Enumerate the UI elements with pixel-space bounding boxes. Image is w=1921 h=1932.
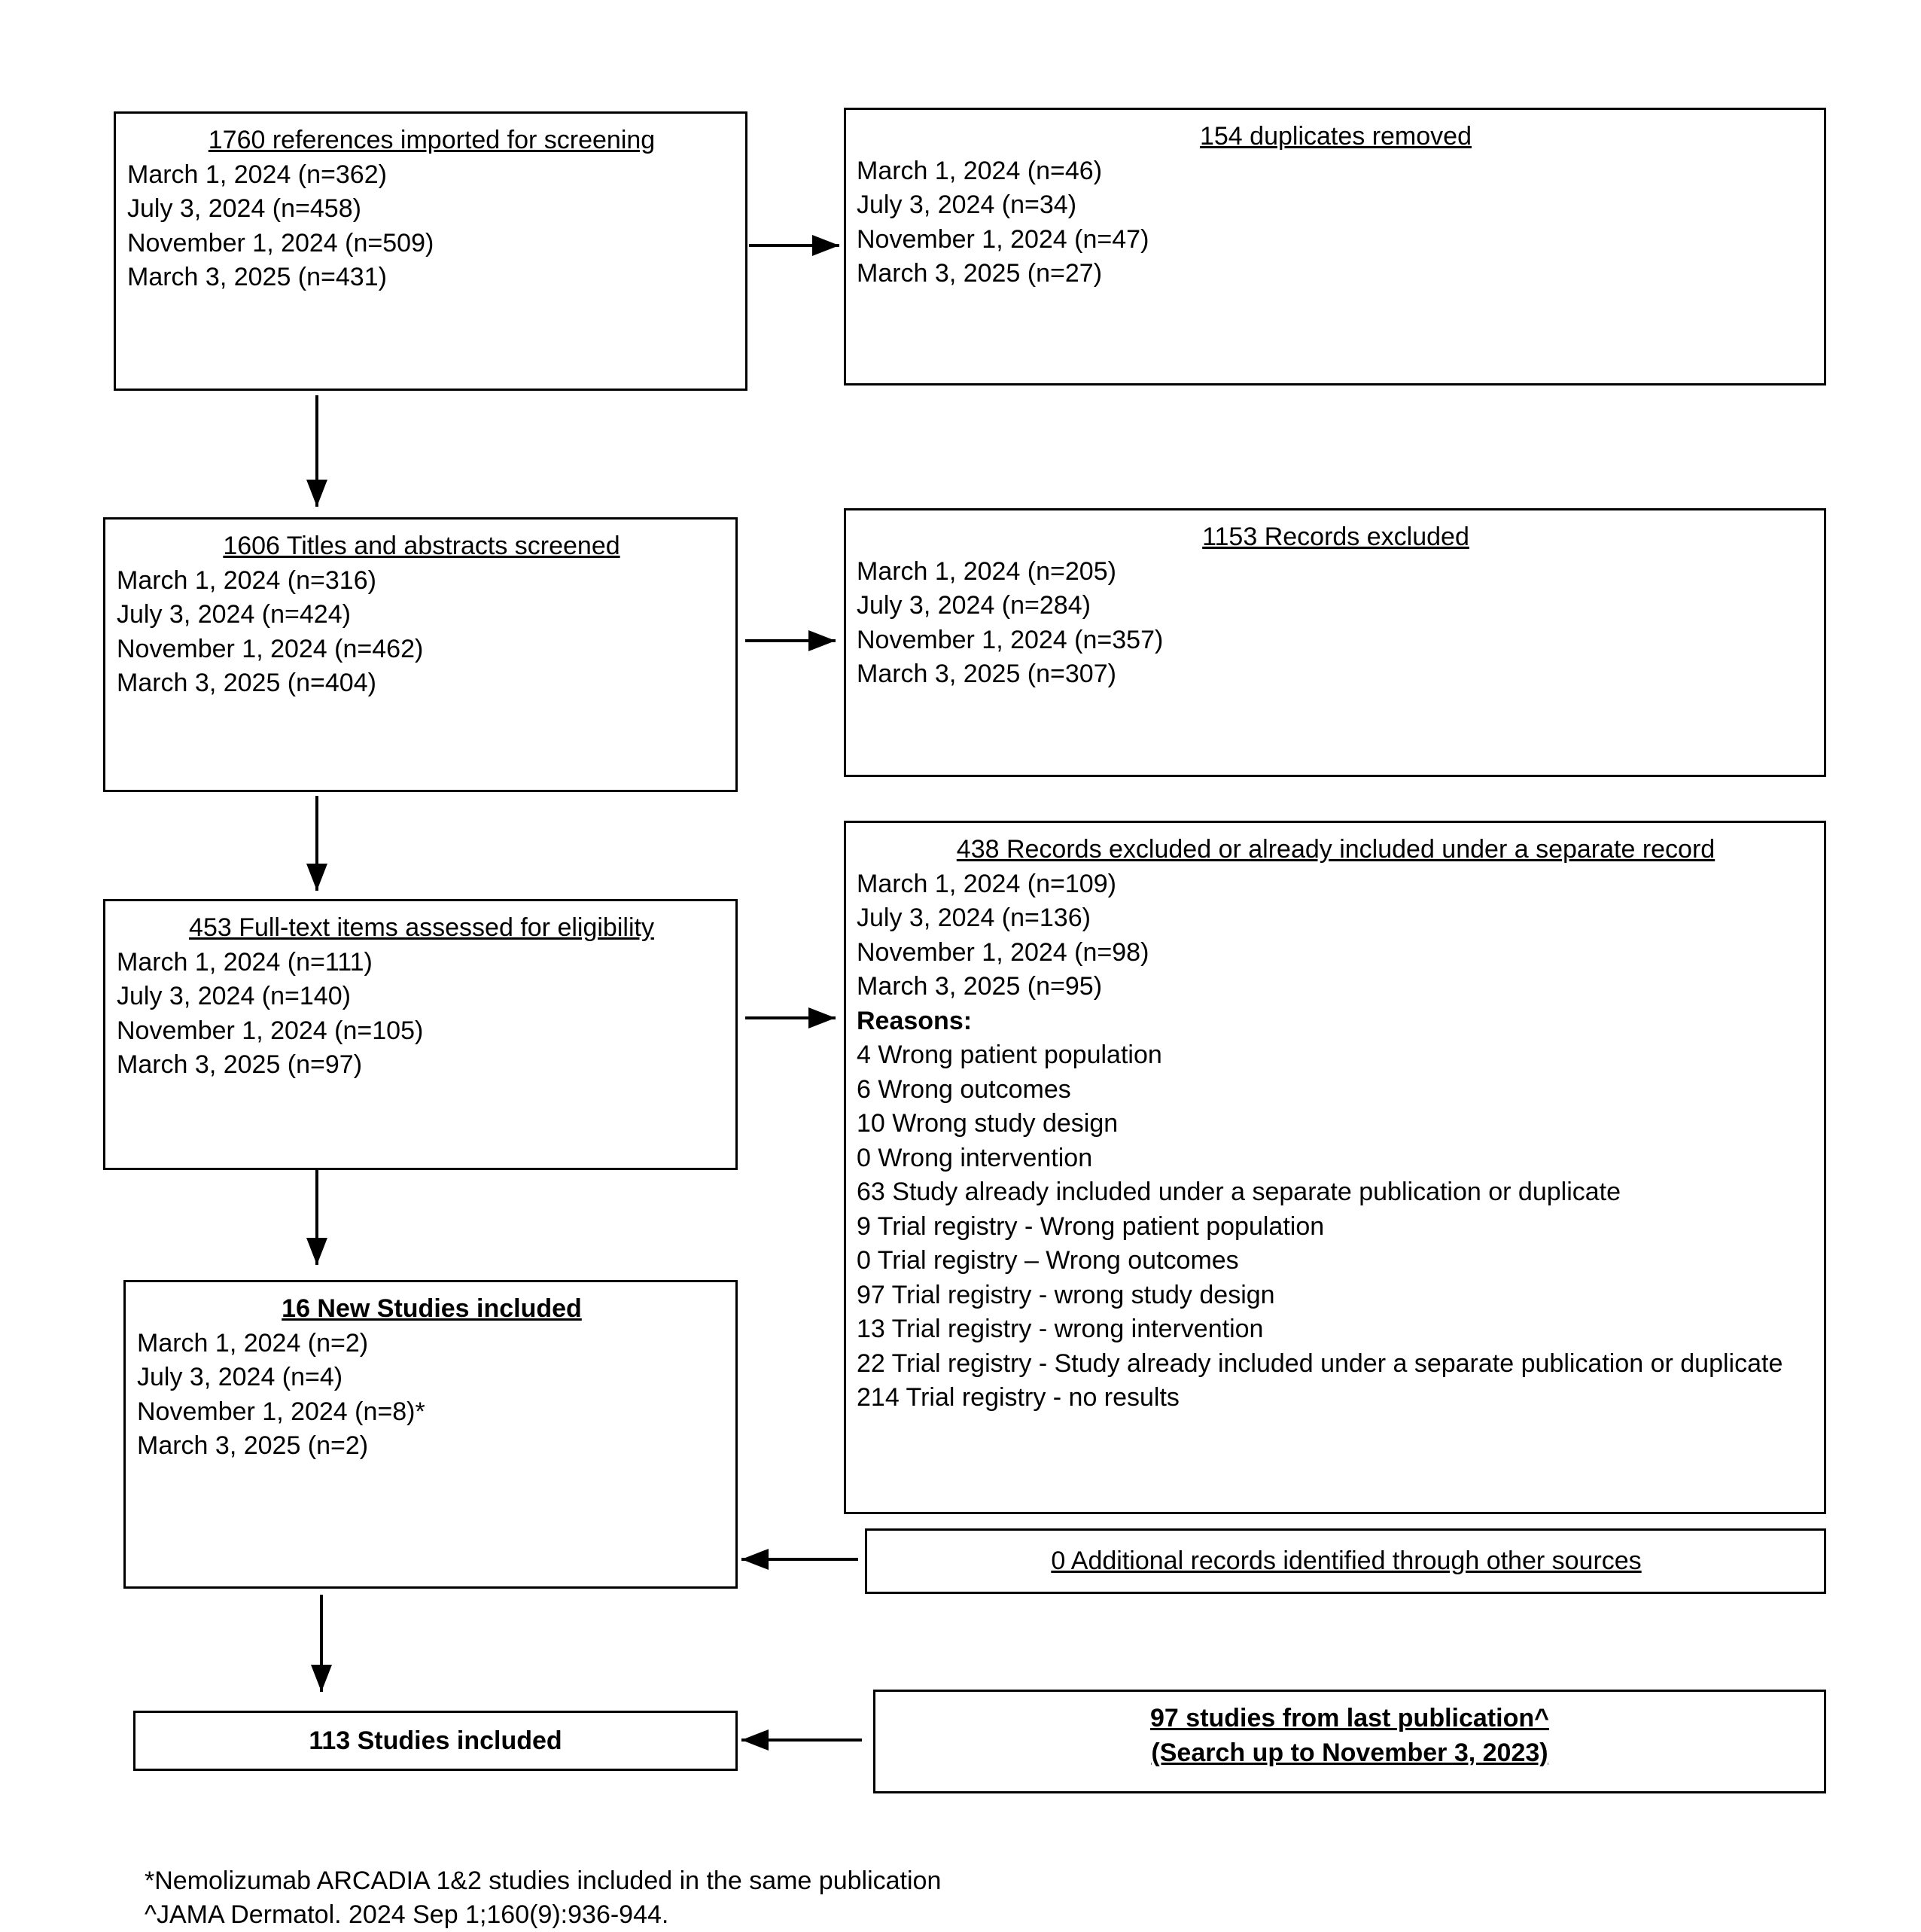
screened-title: 1606 Titles and abstracts screened (223, 532, 620, 560)
footnote-caret: ^JAMA Dermatol. 2024 Sep 1;160(9):936-94… (145, 1900, 669, 1929)
records-excluded-line: July 3, 2024 (n=284) (857, 591, 1091, 620)
imported-line: March 3, 2025 (n=431) (127, 263, 387, 291)
reason-item: 214 Trial registry - no results (857, 1383, 1180, 1412)
records-excluded-line: November 1, 2024 (n=357) (857, 625, 1164, 654)
excluded-separate-title: 438 Records excluded or already included… (956, 835, 1716, 864)
duplicates-line: March 3, 2025 (n=27) (857, 259, 1103, 288)
footnote-asterisk: *Nemolizumab ARCADIA 1&2 studies include… (145, 1866, 942, 1895)
fulltext-line: November 1, 2024 (n=105) (117, 1016, 424, 1045)
screened-line: July 3, 2024 (n=424) (117, 600, 351, 629)
total-studies-included-box: 113 Studies included (133, 1711, 738, 1771)
screened-line: March 1, 2024 (n=316) (117, 565, 376, 595)
new-studies-line: March 3, 2025 (n=2) (137, 1431, 369, 1460)
records-excluded-box: 1153 Records excluded March 1, 2024 (n=2… (844, 508, 1826, 777)
titles-abstracts-screened-box: 1606 Titles and abstracts screened March… (103, 517, 738, 792)
imported-line: July 3, 2024 (n=458) (127, 194, 361, 223)
fulltext-line: March 3, 2025 (n=97) (117, 1050, 363, 1079)
excluded-separate-line: March 3, 2025 (n=95) (857, 972, 1103, 1001)
reason-item: 97 Trial registry - wrong study design (857, 1280, 1275, 1309)
fulltext-line: July 3, 2024 (n=140) (117, 982, 351, 1010)
excluded-separate-line: November 1, 2024 (n=98) (857, 937, 1149, 967)
last-publication-title: 97 studies from last publication^ (1150, 1704, 1549, 1732)
duplicates-line: November 1, 2024 (n=47) (857, 224, 1149, 254)
records-excluded-title: 1153 Records excluded (1202, 523, 1469, 551)
imported-line: November 1, 2024 (n=509) (127, 228, 434, 257)
last-publication-box: 97 studies from last publication^ (Searc… (873, 1690, 1826, 1793)
screened-line: November 1, 2024 (n=462) (117, 634, 424, 663)
duplicates-line: July 3, 2024 (n=34) (857, 190, 1077, 219)
records-excluded-line: March 1, 2024 (n=205) (857, 556, 1116, 586)
reasons-label: Reasons: (857, 1006, 973, 1035)
total-included-title: 113 Studies included (309, 1726, 562, 1755)
reason-item: 9 Trial registry - Wrong patient populat… (857, 1211, 1325, 1241)
imported-line: March 1, 2024 (n=362) (127, 160, 387, 189)
imported-references-title: 1760 references imported for screening (208, 126, 656, 154)
fulltext-line: March 1, 2024 (n=111) (117, 947, 373, 977)
reason-item: 0 Trial registry – Wrong outcomes (857, 1246, 1239, 1275)
reason-item: 22 Trial registry - Study already includ… (857, 1348, 1783, 1378)
duplicates-removed-title: 154 duplicates removed (1199, 122, 1472, 151)
fulltext-title: 453 Full-text items assessed for eligibi… (189, 913, 654, 942)
reason-item: 4 Wrong patient population (857, 1041, 1162, 1069)
footnotes: *Nemolizumab ARCADIA 1&2 studies include… (145, 1864, 941, 1932)
reason-item: 6 Wrong outcomes (857, 1074, 1071, 1104)
new-studies-line: March 1, 2024 (n=2) (137, 1328, 369, 1358)
new-studies-title: 16 New Studies included (282, 1294, 582, 1323)
duplicates-line: March 1, 2024 (n=46) (857, 156, 1103, 185)
new-studies-included-box: 16 New Studies included March 1, 2024 (n… (123, 1280, 738, 1589)
reason-item: 63 Study already included under a separa… (857, 1178, 1621, 1206)
last-publication-subtitle: (Search up to November 3, 2023) (1151, 1738, 1548, 1767)
duplicates-removed-box: 154 duplicates removed March 1, 2024 (n=… (844, 108, 1826, 385)
excluded-separate-record-box: 438 Records excluded or already included… (844, 821, 1826, 1514)
excluded-separate-line: March 1, 2024 (n=109) (857, 869, 1116, 898)
additional-records-box: 0 Additional records identified through … (865, 1528, 1826, 1594)
excluded-separate-line: July 3, 2024 (n=136) (857, 904, 1091, 932)
new-studies-line: July 3, 2024 (n=4) (137, 1363, 343, 1391)
records-excluded-line: March 3, 2025 (n=307) (857, 660, 1116, 688)
fulltext-assessed-box: 453 Full-text items assessed for eligibi… (103, 899, 738, 1170)
reason-item: 10 Wrong study design (857, 1109, 1119, 1138)
imported-references-box: 1760 references imported for screening M… (114, 111, 747, 391)
new-studies-line: November 1, 2024 (n=8)* (137, 1397, 425, 1426)
reason-item: 0 Wrong intervention (857, 1143, 1093, 1172)
screened-line: March 3, 2025 (n=404) (117, 669, 376, 697)
additional-records-title: 0 Additional records identified through … (1051, 1547, 1642, 1575)
reason-item: 13 Trial registry - wrong intervention (857, 1315, 1264, 1343)
